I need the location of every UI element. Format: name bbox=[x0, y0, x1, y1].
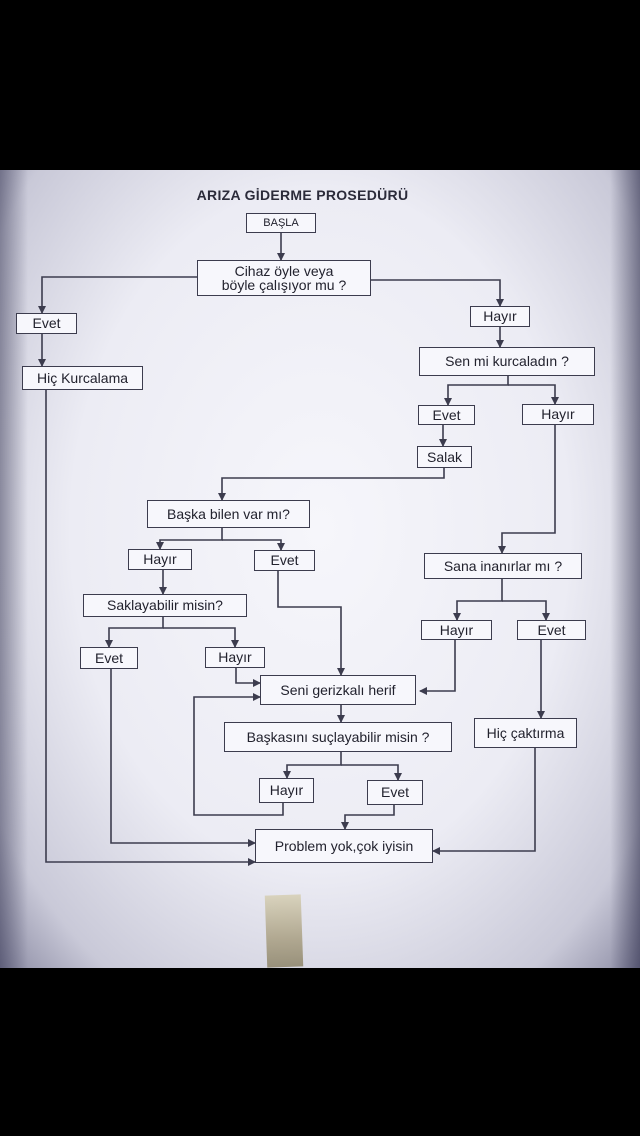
connector-salak-q3 bbox=[218, 468, 445, 501]
tape-strip bbox=[264, 894, 304, 968]
connector-evet4-problem bbox=[110, 669, 256, 847]
question-calisiyor-box: Cihaz öyle veya böyle çalışıyor mu ? bbox=[197, 260, 371, 296]
connector-q4-hayir bbox=[453, 579, 503, 621]
answer-hayir-3-box: Hayır bbox=[128, 549, 192, 570]
connector-q2-evet bbox=[444, 376, 509, 406]
connector-q1-evet bbox=[38, 276, 197, 314]
connector-hayir2-q4 bbox=[498, 425, 556, 554]
connector-q1-hayir bbox=[371, 279, 504, 307]
answer-evet-2-box: Evet bbox=[418, 405, 475, 425]
answer-hayir-1-box: Hayır bbox=[470, 306, 530, 327]
problem-yok-box: Problem yok,çok iyisin bbox=[255, 829, 433, 863]
connector-q2-hayir bbox=[508, 384, 559, 405]
answer-evet-4-box: Evet bbox=[80, 647, 138, 669]
start-box: BAŞLA bbox=[246, 213, 316, 233]
connector-hickurcalama-problem bbox=[45, 390, 256, 866]
answer-hayir-5-box: Hayır bbox=[421, 620, 492, 640]
gerizkali-box: Seni gerizkalı herif bbox=[260, 675, 416, 705]
connector-q3-hayir bbox=[156, 528, 223, 550]
connector-hayir4-gerizkali bbox=[235, 668, 261, 687]
answer-evet-3-box: Evet bbox=[254, 550, 315, 571]
connector-q6-evet bbox=[341, 764, 402, 781]
connector-hiccaktirma-problem bbox=[432, 748, 536, 855]
poster-shadow-left bbox=[0, 170, 28, 968]
question-baska-bilen-box: Başka bilen var mı? bbox=[147, 500, 310, 528]
connector-evet6-problem bbox=[341, 805, 395, 830]
answer-evet-1-box: Evet bbox=[16, 313, 77, 334]
question-kurcaladin-box: Sen mi kurcaladın ? bbox=[419, 347, 595, 376]
question-inanirlar-box: Sana inanırlar mı ? bbox=[424, 553, 582, 579]
connector-q3-evet bbox=[222, 539, 285, 551]
flowchart-title: ARIZA GİDERME PROSEDÜRÜ bbox=[196, 187, 409, 203]
answer-hayir-4-box: Hayır bbox=[205, 647, 265, 668]
connector-hayir5-gerizkali bbox=[419, 640, 456, 695]
hic-kurcalama-box: Hiç Kurcalama bbox=[22, 366, 143, 390]
question-saklayabilir-box: Saklayabilir misin? bbox=[83, 594, 247, 617]
connector-evet3-gerizkali bbox=[277, 571, 345, 676]
connector-q5-evet bbox=[105, 617, 164, 648]
hic-caktirma-box: Hiç çaktırma bbox=[474, 718, 577, 748]
connector-q6-hayir bbox=[283, 752, 342, 779]
salak-box: Salak bbox=[417, 446, 472, 468]
connector-hayir6-loop bbox=[193, 693, 284, 816]
question-suclayabilir-box: Başkasını suçlayabilir misin ? bbox=[224, 722, 452, 752]
answer-evet-6-box: Evet bbox=[367, 780, 423, 805]
answer-evet-5-box: Evet bbox=[517, 620, 586, 640]
connector-q5-hayir bbox=[163, 627, 239, 648]
answer-hayir-6-box: Hayır bbox=[259, 778, 314, 803]
poster-shadow-right bbox=[610, 170, 640, 968]
connector-q4-evet bbox=[502, 600, 550, 621]
answer-hayir-2-box: Hayır bbox=[522, 404, 594, 425]
